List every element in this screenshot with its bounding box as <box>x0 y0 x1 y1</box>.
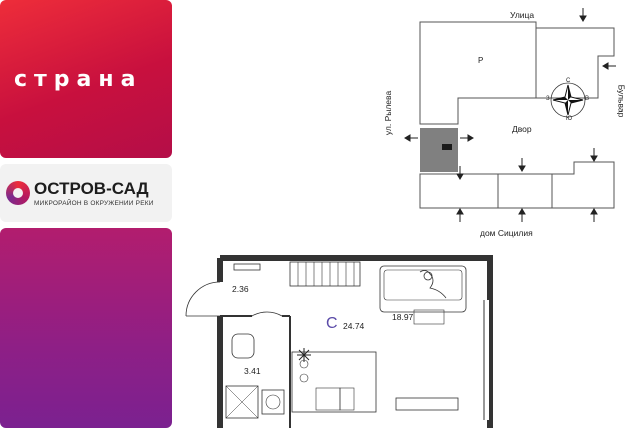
brand-logo: страна <box>14 67 143 92</box>
compass-north: С <box>566 78 571 84</box>
building-east <box>535 27 615 99</box>
compass-south: Ю <box>566 116 573 122</box>
brand-panel: страна <box>0 0 172 158</box>
street-label: Улица <box>510 10 535 20</box>
total-area-icon: C <box>326 315 338 332</box>
compass-east: В <box>585 96 590 102</box>
house-sicily-label: дом Сицилия <box>480 228 533 238</box>
project-logo-icon <box>6 181 30 205</box>
project-panel: ОСТРОВ-САД МИКРОРАЙОН В ОКРУЖЕНИИ РЕКИ <box>0 164 172 222</box>
building-parking <box>419 21 537 125</box>
room-area: 18.97 <box>392 312 414 322</box>
yard-label: Двор <box>512 124 532 134</box>
project-title: ОСТРОВ-САД <box>34 179 149 198</box>
decor-panel <box>0 228 172 428</box>
total-area: 24.74 <box>343 321 365 331</box>
compass-west: З <box>546 96 550 102</box>
building-south-3 <box>551 161 615 209</box>
ac-unit-icon <box>297 348 311 362</box>
project-subtitle: МИКРОРАЙОН В ОКРУЖЕНИИ РЕКИ <box>34 200 154 207</box>
bath-area: 3.41 <box>244 366 261 376</box>
hall-area: 2.36 <box>232 284 249 294</box>
parking-label: Р <box>478 56 484 65</box>
compass-icon <box>550 82 586 118</box>
